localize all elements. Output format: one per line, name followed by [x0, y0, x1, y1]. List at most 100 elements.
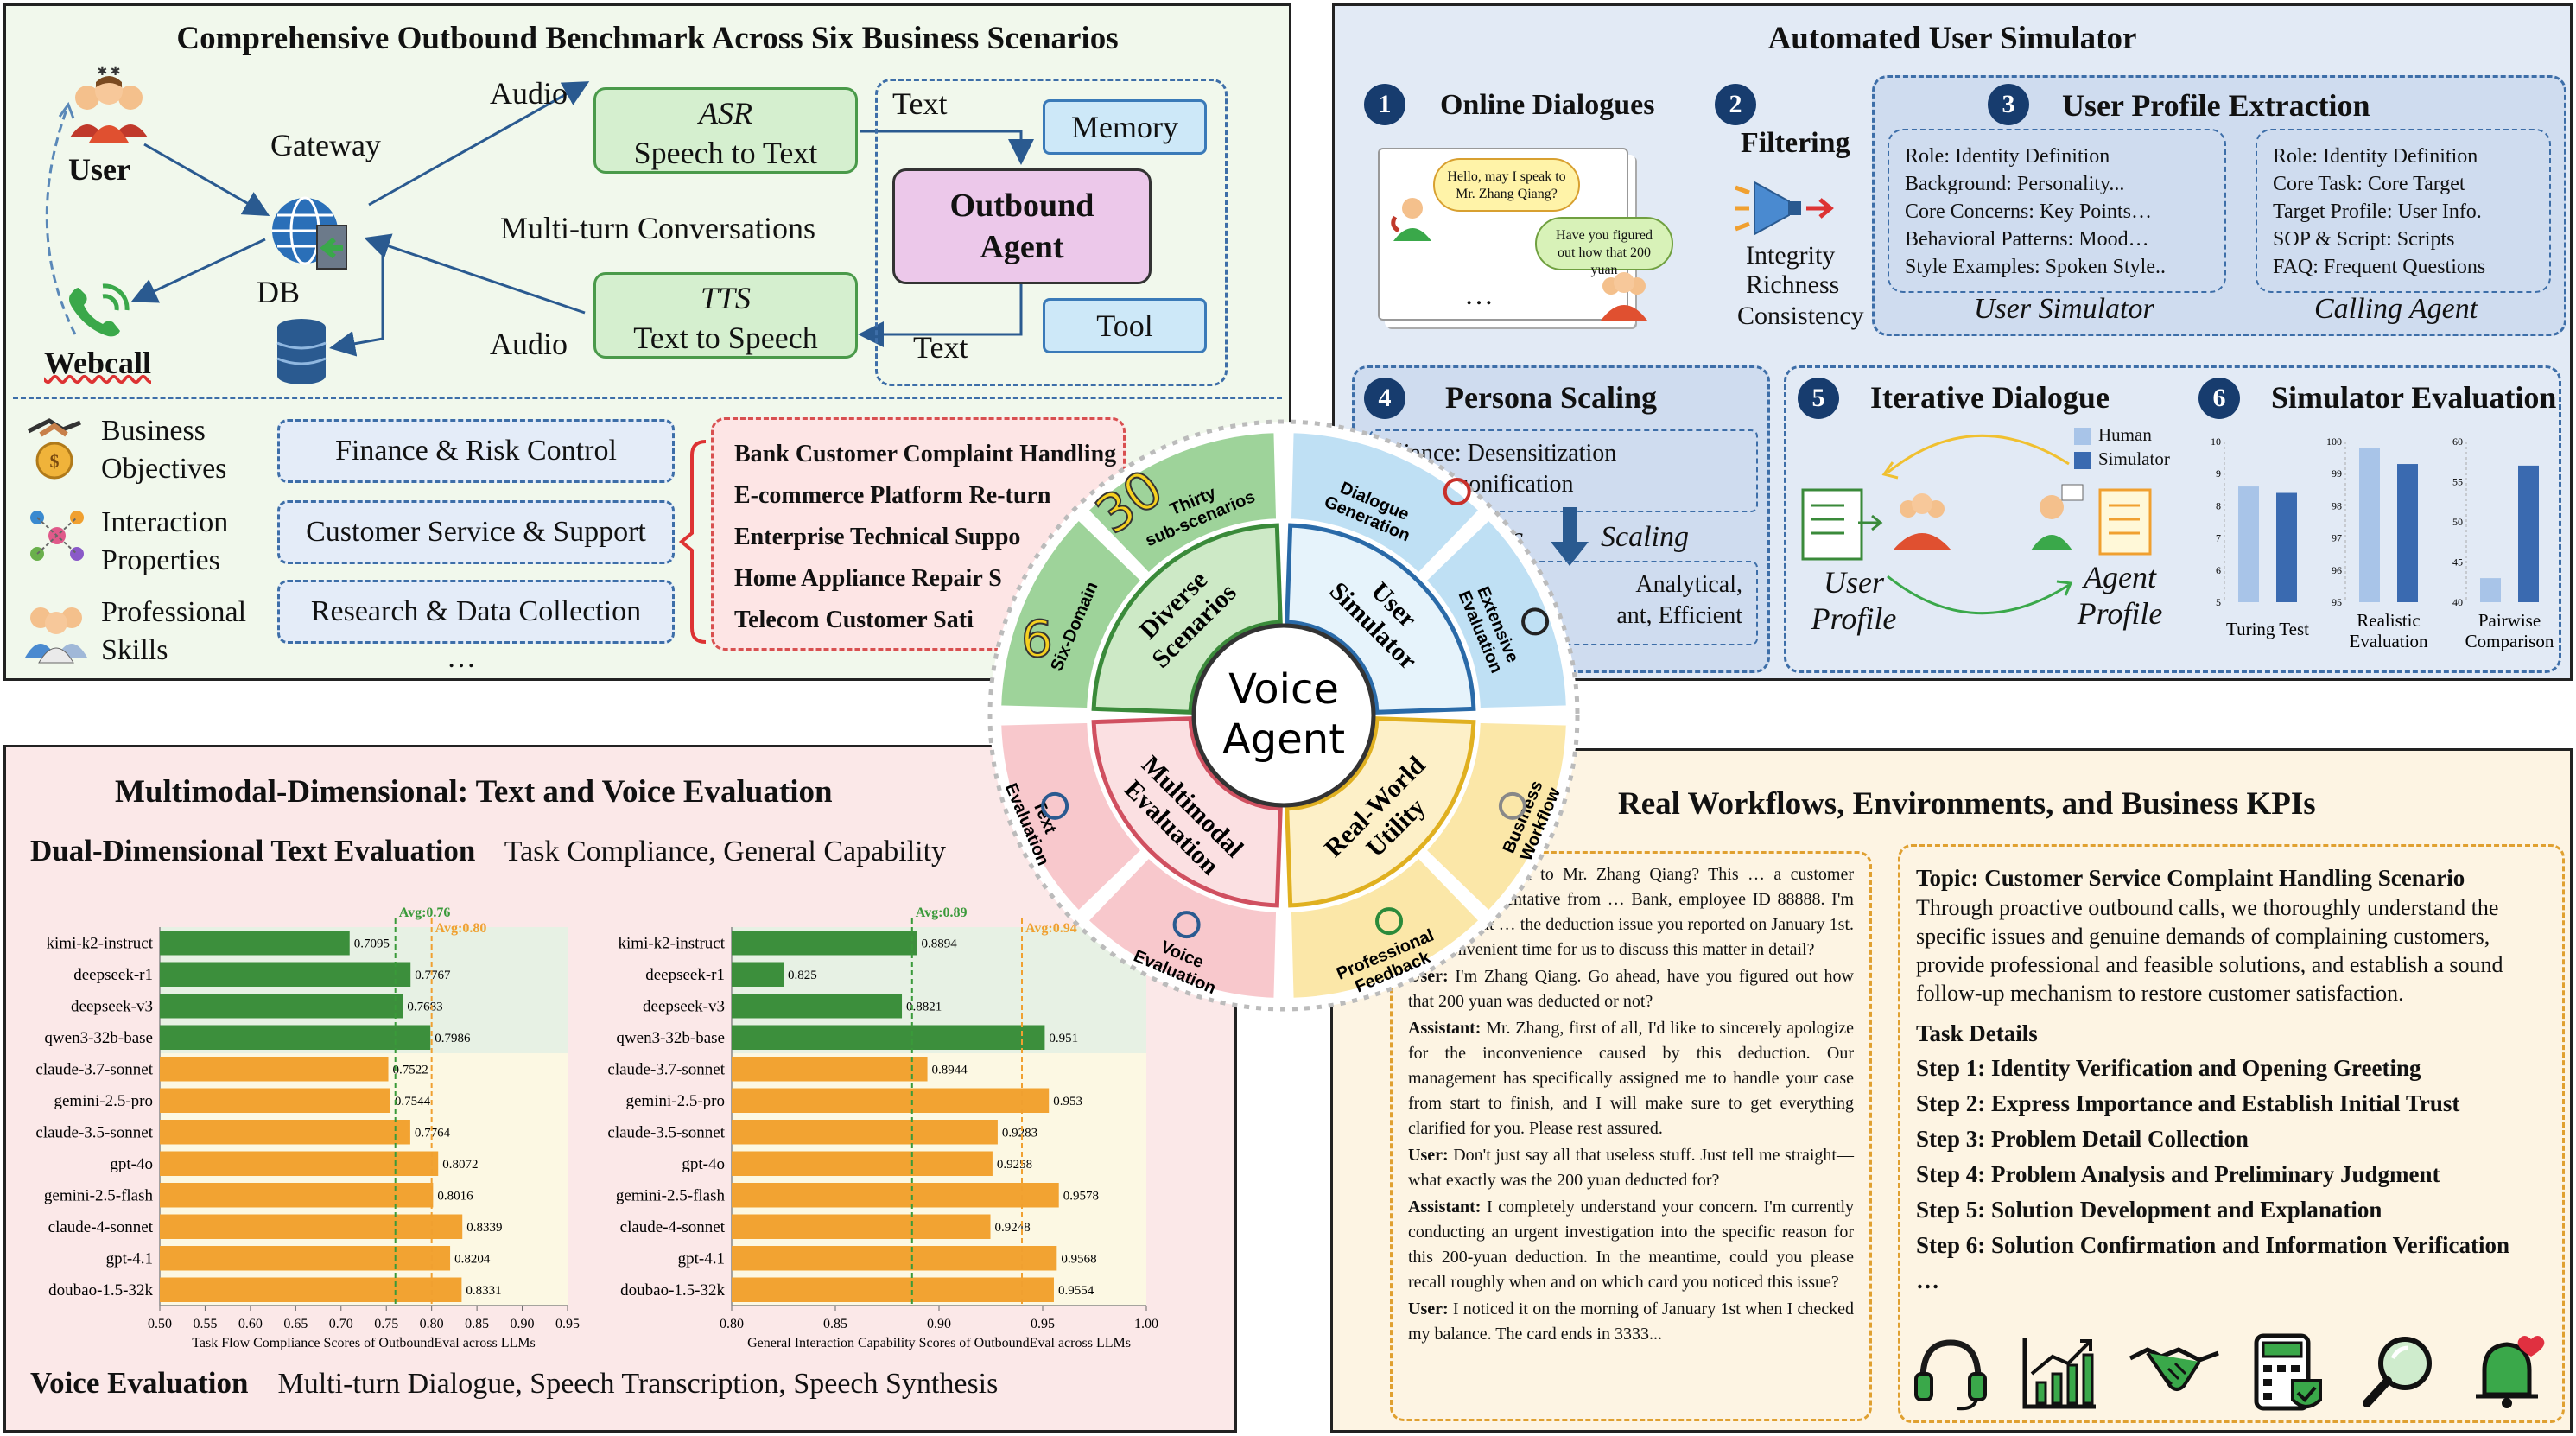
category-label: gpt-4o	[682, 1155, 725, 1173]
globe-icon	[272, 196, 347, 270]
x-tick-label: 0.50	[148, 1317, 172, 1331]
wheel-center-line1: Voice	[1228, 665, 1339, 714]
profile-line: Core Concerns: Key Points…	[1905, 200, 2152, 223]
data-label: 0.7986	[435, 1032, 471, 1045]
outer-segment	[1285, 851, 1486, 1003]
topic-label: Topic: Customer Service Complaint Handli…	[1916, 865, 2465, 891]
simulator-title: Automated User Simulator	[1767, 21, 2137, 56]
mini-tick: 55	[2452, 476, 2463, 488]
utterance: Mr. Zhang, first of all, I'd like to sin…	[1408, 1019, 1854, 1138]
data-label: 0.7767	[415, 969, 451, 982]
data-label: 0.8339	[466, 1221, 502, 1235]
category-label: gpt-4o	[110, 1155, 153, 1173]
bar	[160, 994, 403, 1019]
x-tick-label: 0.55	[193, 1317, 217, 1331]
chat-bubble-icon	[1443, 478, 1471, 506]
data-label: 0.9578	[1063, 1189, 1099, 1203]
headset-icon	[1914, 1339, 1987, 1411]
dialogue-turn: Assistant: Mr. Zhang, first of all, I'd …	[1408, 1016, 1854, 1141]
bar	[732, 962, 784, 987]
tts-subtitle: Text to Speech	[633, 321, 818, 355]
bar	[732, 1025, 1045, 1050]
bar	[160, 1025, 431, 1050]
bubble-1: Hello, may I speak to Mr. Zhang Qiang?	[1433, 158, 1580, 212]
task-step: Step 3: Problem Detail Collection	[1916, 1126, 2249, 1152]
bar	[732, 994, 903, 1019]
data-label: 0.8072	[442, 1158, 478, 1172]
agent-group	[875, 79, 1228, 386]
category-label: gemini-2.5-flash	[616, 1186, 726, 1204]
mini-tick: 40	[2452, 596, 2463, 608]
step-5-title: Iterative Dialogue	[1870, 380, 2110, 415]
data-label: 0.7544	[395, 1095, 431, 1109]
mini-chart-label: Comparison	[2465, 631, 2554, 651]
bar	[732, 1057, 928, 1082]
simulator-bar	[2397, 464, 2418, 602]
mini-tick: 99	[2332, 467, 2342, 480]
task-step: Step 5: Solution Development and Explana…	[1916, 1197, 2382, 1223]
dialogue-turn: User: I noticed it on the morning of Jan…	[1408, 1297, 1854, 1347]
domain-research: Research & Data Collection	[277, 580, 675, 644]
agent-profile-label: Agent Profile	[2077, 560, 2163, 631]
x-tick-label: 0.65	[283, 1317, 308, 1331]
x-tick-label: 0.80	[720, 1317, 744, 1331]
step-4-title: Persona Scaling	[1445, 380, 1658, 415]
iterative-dialogue-group	[1784, 365, 2561, 673]
text-eval-subtitle: Dual-Dimensional Text Evaluation Task Co…	[30, 834, 946, 868]
task-details-label: Task Details	[1916, 1020, 2038, 1046]
speaker-label: Assistant:	[1408, 1019, 1487, 1038]
mini-tick: 10	[2211, 435, 2221, 448]
category-label: gpt-4.1	[678, 1249, 725, 1268]
dialogue-turn: Assistant: I completely understand your …	[1408, 1195, 1854, 1295]
spacer	[483, 836, 498, 867]
x-tick-label: 1.00	[1134, 1317, 1158, 1331]
data-label: 0.953	[1053, 1095, 1082, 1109]
flow-arrows	[130, 81, 1138, 357]
multimodal-panel: Multimodal-Dimensional: Text and Voice E…	[3, 745, 1237, 1433]
category-label: gemini-2.5-pro	[54, 1092, 153, 1110]
mini-chart-label: Evaluation	[2350, 631, 2428, 651]
multi-turn-label: Multi-turn Conversations	[500, 211, 815, 245]
professional-skills-label: Professional Skills	[101, 596, 247, 666]
speaker-label: User:	[1408, 1299, 1453, 1318]
benchmark-panel: Comprehensive Outbound Benchmark Across …	[3, 3, 1291, 681]
step-2-title: Filtering	[1741, 127, 1850, 159]
benchmark-title: Comprehensive Outbound Benchmark Across …	[176, 21, 1119, 56]
professionals-icon	[25, 607, 87, 664]
avg-label: Avg:0.76	[399, 905, 451, 920]
bar	[732, 1151, 993, 1176]
bar	[732, 1277, 1054, 1302]
dialogue-turn: User: Don't just say all that useless st…	[1408, 1143, 1854, 1193]
legend-simulator-swatch	[2074, 452, 2091, 469]
category-label: claude-3.5-sonnet	[607, 1123, 725, 1141]
data-label: 0.8204	[454, 1252, 491, 1266]
kpi-icon-row	[1909, 1331, 2566, 1414]
persona-box-2: Analytical, ant, Efficient	[1369, 561, 1758, 645]
topic-text: Through proactive outbound calls, we tho…	[1916, 895, 2503, 1006]
mini-chart-label: Turing Test	[2226, 619, 2309, 639]
mini-tick: 50	[2452, 516, 2463, 528]
speaker-label: Assistant:	[1408, 1198, 1487, 1217]
voice-eval-bold: Voice Evaluation	[30, 1366, 249, 1400]
bar	[732, 1246, 1057, 1271]
mini-chart-label: Realistic	[2357, 610, 2420, 631]
inner-segment	[1285, 716, 1476, 908]
utterance: I completely understand your concern. I'…	[1408, 1198, 1855, 1292]
scenario-item: Home Appliance Repair S	[734, 565, 1002, 592]
x-tick-label: 0.95	[555, 1317, 580, 1331]
text-eval-subtitle-rest: Task Compliance, General Capability	[504, 836, 947, 867]
user-label: User	[68, 152, 130, 187]
gateway-label: Gateway	[270, 128, 381, 162]
scenario-item: Telecom Customer Sati	[734, 607, 974, 633]
bar	[732, 931, 917, 956]
tts-title: TTS	[700, 281, 752, 315]
category-label: deepseek-v3	[71, 997, 153, 1015]
data-label: 0.951	[1049, 1032, 1078, 1045]
simulator-bar	[2276, 492, 2297, 602]
data-label: 0.7522	[393, 1063, 428, 1077]
mini-tick: 45	[2452, 556, 2463, 569]
x-tick-label: 0.90	[511, 1317, 535, 1331]
category-label: qwen3-32b-base	[44, 1029, 153, 1047]
category-label: claude-4-sonnet	[620, 1218, 726, 1236]
category-label: claude-3.7-sonnet	[35, 1060, 153, 1078]
